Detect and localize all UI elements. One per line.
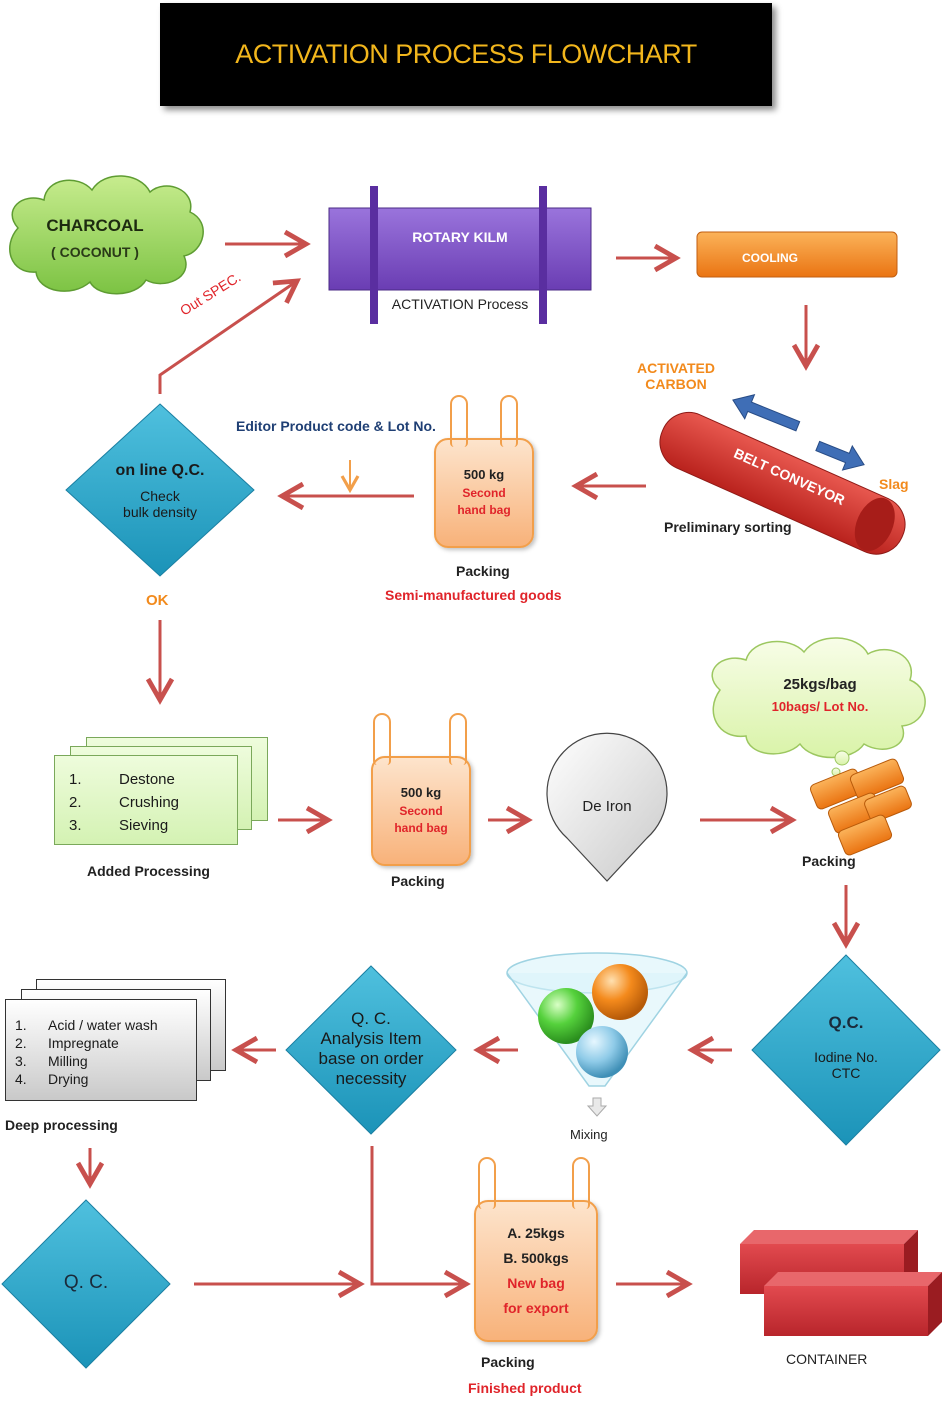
added-processing-nums: 1. 2. 3.: [69, 768, 82, 837]
deep-processing-nums: 1. 2. 3. 4.: [15, 1016, 27, 1088]
deep-num-3: 3.: [15, 1053, 27, 1069]
added-num-1: 1.: [69, 771, 82, 788]
deiron-drop: [546, 732, 668, 882]
analysis-qc-line3: base on order: [318, 1049, 424, 1068]
added-item-crushing: Crushing: [119, 794, 180, 811]
packing-right-caption: Packing: [802, 853, 856, 869]
added-num-3: 3.: [69, 817, 82, 834]
bag1-line1: 500 kg: [463, 467, 505, 483]
online-qc-title: on line Q.C.: [115, 462, 205, 479]
packing-spec-cloud: [711, 637, 926, 777]
bag-500kg-second: 500 kg Second hand bag: [371, 713, 471, 866]
bag2-handle-left: [373, 713, 391, 765]
activated-carbon-direction-arrow: [732, 393, 801, 432]
bag3-line2: B. 500kgs: [503, 1250, 569, 1266]
bag-semi-manufactured: 500 kg Second hand bag: [434, 395, 534, 548]
charcoal-sublabel: ( COCONUT ): [51, 244, 139, 260]
page-title: ACTIVATION PROCESS FLOWCHART: [235, 39, 697, 69]
mixing-label: Mixing: [570, 1127, 608, 1142]
deep-processing-items: Acid / water wash Impregnate Milling Dry…: [48, 1016, 158, 1088]
cloud-bag-size: 25kgs/bag: [783, 676, 857, 693]
bag1-caption: Packing: [456, 563, 510, 579]
bag3-handle-left: [478, 1157, 496, 1209]
rotary-kiln: [328, 186, 592, 324]
container-label: CONTAINER: [786, 1351, 868, 1367]
activated-carbon-line1: ACTIVATED: [636, 360, 716, 376]
added-processing-caption: Added Processing: [87, 863, 210, 879]
arrow-outspec-to-kiln: [158, 278, 301, 394]
mixing-funnel: [506, 952, 688, 1117]
small-bags-stack: [809, 758, 912, 856]
online-qc-diamond: [65, 403, 255, 577]
added-item-destone: Destone: [119, 771, 175, 788]
bag3-line4: for export: [503, 1300, 569, 1316]
bag-handle-left: [450, 395, 468, 447]
belt-conveyor: [659, 412, 906, 555]
cloud-lot-info: 10bags/ Lot No.: [771, 699, 869, 714]
bag2-line2: Second: [399, 804, 443, 819]
activated-carbon-line2: CARBON: [645, 376, 707, 392]
bag3-line1: A. 25kgs: [507, 1225, 565, 1241]
charcoal-cloud: [9, 175, 204, 295]
iodine-qc-line3: CTC: [831, 1065, 861, 1081]
charcoal-label: CHARCOAL: [46, 216, 144, 235]
bag3-handle-right: [572, 1157, 590, 1209]
iodine-qc-text: Q.C. Iodine No. CTC: [782, 1002, 910, 1092]
bag2-line1: 500 kg: [400, 785, 442, 801]
preliminary-sorting-label: Preliminary sorting: [664, 519, 792, 535]
deep-num-2: 2.: [15, 1035, 27, 1051]
kiln-sublabel: ACTIVATION Process: [391, 296, 529, 312]
deep-num-4: 4.: [15, 1071, 27, 1087]
analysis-qc-title: Q. C.: [351, 1009, 391, 1028]
analysis-qc-line2: Analysis Item: [320, 1029, 422, 1048]
activated-carbon-label: ACTIVATED CARBON: [626, 360, 726, 392]
deep-item-milling: Milling: [48, 1053, 88, 1069]
deep-num-1: 1.: [15, 1017, 27, 1033]
online-qc-check: Check: [140, 488, 180, 504]
iodine-qc-title: Q.C.: [828, 1013, 864, 1032]
arrow-analysis-to-bag: [370, 1146, 471, 1299]
title-bar: ACTIVATION PROCESS FLOWCHART: [160, 3, 772, 106]
iodine-qc-line2: Iodine No.: [814, 1049, 878, 1065]
kiln-label: ROTARY KILM: [412, 229, 508, 245]
deep-processing-caption: Deep processing: [5, 1117, 118, 1133]
container-boxes: [740, 1230, 942, 1336]
bag2-handle-right: [449, 713, 467, 765]
bag1-subcaption: Semi-manufactured goods: [385, 587, 562, 603]
slag-label: Slag: [879, 476, 909, 492]
analysis-qc-text: Q. C. Analysis Item base on order necess…: [300, 1002, 442, 1096]
cooling-label: COOLING: [742, 251, 798, 265]
added-num-2: 2.: [69, 794, 82, 811]
iodine-qc-diamond: [751, 954, 941, 1146]
deep-item-drying: Drying: [48, 1071, 89, 1087]
ok-label: OK: [146, 592, 169, 609]
bag2-caption: Packing: [391, 873, 445, 889]
analysis-qc-line4: necessity: [335, 1069, 407, 1088]
deiron-label: De Iron: [582, 798, 632, 815]
deep-processing-sheet: 1. 2. 3. 4. Acid / water wash Impregnate…: [5, 999, 197, 1101]
analysis-qc-diamond: [285, 965, 457, 1135]
final-qc-diamond: [1, 1199, 171, 1369]
bag-handle-right: [500, 395, 518, 447]
cooling-bar: [696, 231, 898, 278]
slag-direction-arrow: [815, 440, 865, 471]
bag3-caption: Packing: [481, 1354, 535, 1370]
bag3-subcaption: Finished product: [468, 1380, 582, 1396]
bag3-line3: New bag: [507, 1275, 565, 1291]
deep-item-impregnate: Impregnate: [48, 1035, 119, 1051]
bag1-line3: hand bag: [457, 503, 511, 518]
added-processing-items: Destone Crushing Sieving: [119, 768, 179, 837]
final-qc-label: Q. C.: [63, 1272, 109, 1293]
bag1-line2: Second: [462, 486, 506, 501]
online-qc-text: on line Q.C. Check bulk density: [86, 450, 234, 532]
online-qc-density: bulk density: [123, 504, 197, 520]
added-processing-sheet: 1. 2. 3. Destone Crushing Sieving: [54, 755, 238, 845]
editor-note-label: Editor Product code & Lot No.: [236, 418, 436, 434]
bag-finished-product: A. 25kgs B. 500kgs New bag for export: [474, 1157, 598, 1342]
deep-item-acid-wash: Acid / water wash: [48, 1017, 158, 1033]
bag2-line3: hand bag: [394, 821, 448, 836]
added-item-sieving: Sieving: [119, 817, 169, 834]
